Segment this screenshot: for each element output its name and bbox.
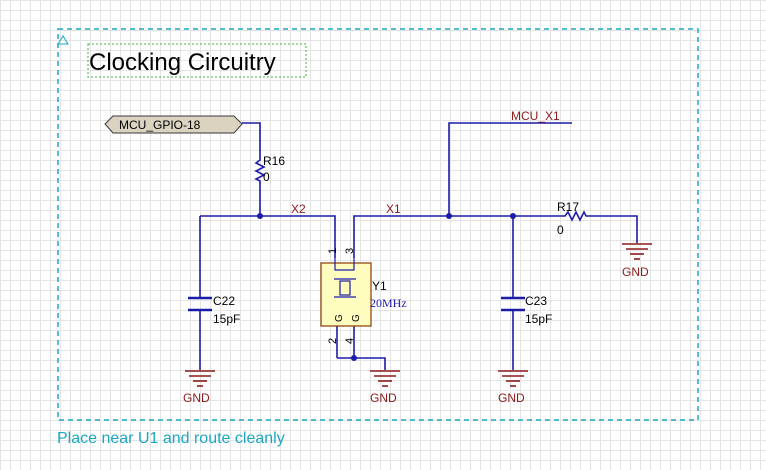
port-label: MCU_GPIO-18 — [119, 118, 201, 132]
gnd-c22[interactable]: GND — [183, 370, 215, 405]
sheet-title: Clocking Circuitry — [89, 49, 276, 76]
room-border[interactable] — [57, 28, 699, 421]
title-box[interactable] — [87, 43, 307, 78]
resistor-r16[interactable]: R16 0 — [254, 154, 285, 184]
r16-value: 0 — [263, 170, 270, 184]
wire-gpio-r16[interactable] — [242, 122, 261, 157]
r17-designator: R17 — [557, 200, 579, 214]
y1-designator: Y1 — [372, 279, 387, 293]
junction-x2 — [257, 213, 263, 219]
net-label-x1[interactable]: X1 — [386, 202, 401, 216]
port-mcu-gpio-18[interactable]: MCU_GPIO-18 — [104, 115, 243, 134]
gnd-r17[interactable]: GND — [622, 243, 652, 279]
wire-mcu-x1[interactable] — [448, 122, 572, 216]
junctions — [257, 213, 516, 361]
net-label-x2[interactable]: X2 — [291, 202, 306, 216]
c22-designator: C22 — [213, 294, 235, 308]
wire-x1[interactable] — [353, 215, 560, 258]
junction-x1-mcu — [446, 213, 452, 219]
wire-r17-gnd[interactable] — [588, 215, 638, 243]
resistor-r16-symbol — [254, 157, 266, 184]
capacitor-c23[interactable]: C23 15pF — [501, 294, 552, 326]
gnd-icon — [185, 370, 215, 387]
resistor-r17[interactable]: R17 0 — [557, 200, 588, 237]
gnd-y1[interactable]: GND — [370, 370, 400, 405]
y1-pin2-number: 2 — [327, 338, 339, 344]
y1-value: 20MHz — [370, 296, 407, 310]
c22-value: 15pF — [213, 312, 240, 326]
y1-internal — [334, 258, 356, 298]
gnd-label: GND — [498, 391, 525, 405]
r17-value: 0 — [557, 223, 564, 237]
y1-pin4-number: 4 — [344, 338, 356, 344]
wires — [199, 122, 638, 370]
y1-pin1-number: 1 — [327, 248, 339, 254]
gnd-label: GND — [622, 265, 649, 279]
gnd-label: GND — [183, 391, 210, 405]
room-corner-marker — [57, 35, 69, 45]
gnd-icon — [498, 370, 528, 387]
gnd-icon — [622, 243, 652, 260]
junction-x1-c23 — [510, 213, 516, 219]
wire-x2[interactable] — [200, 215, 336, 258]
capacitor-c22[interactable]: C22 15pF — [188, 294, 240, 326]
sheet-note[interactable]: Place near U1 and route cleanly — [57, 430, 285, 447]
gnd-icon — [370, 370, 400, 387]
y1-gnd-mark-left: G — [334, 314, 345, 322]
c23-designator: C23 — [525, 294, 547, 308]
c23-value: 15pF — [525, 312, 552, 326]
resistor-r17-symbol — [560, 210, 588, 222]
gnd-c23[interactable]: GND — [498, 370, 528, 405]
wire-y1-gnd[interactable] — [337, 357, 386, 370]
y1-pin3-number: 3 — [344, 248, 356, 254]
crystal-y1[interactable]: 1 3 G G 2 4 Y1 20MHz — [320, 248, 407, 344]
y1-gnd-mark-right: G — [351, 314, 362, 322]
gnd-label: GND — [370, 391, 397, 405]
port-shape — [104, 115, 243, 134]
r16-designator: R16 — [263, 154, 285, 168]
junction-y1-gnd — [351, 355, 357, 361]
net-label-mcu-x1[interactable]: MCU_X1 — [511, 109, 560, 123]
